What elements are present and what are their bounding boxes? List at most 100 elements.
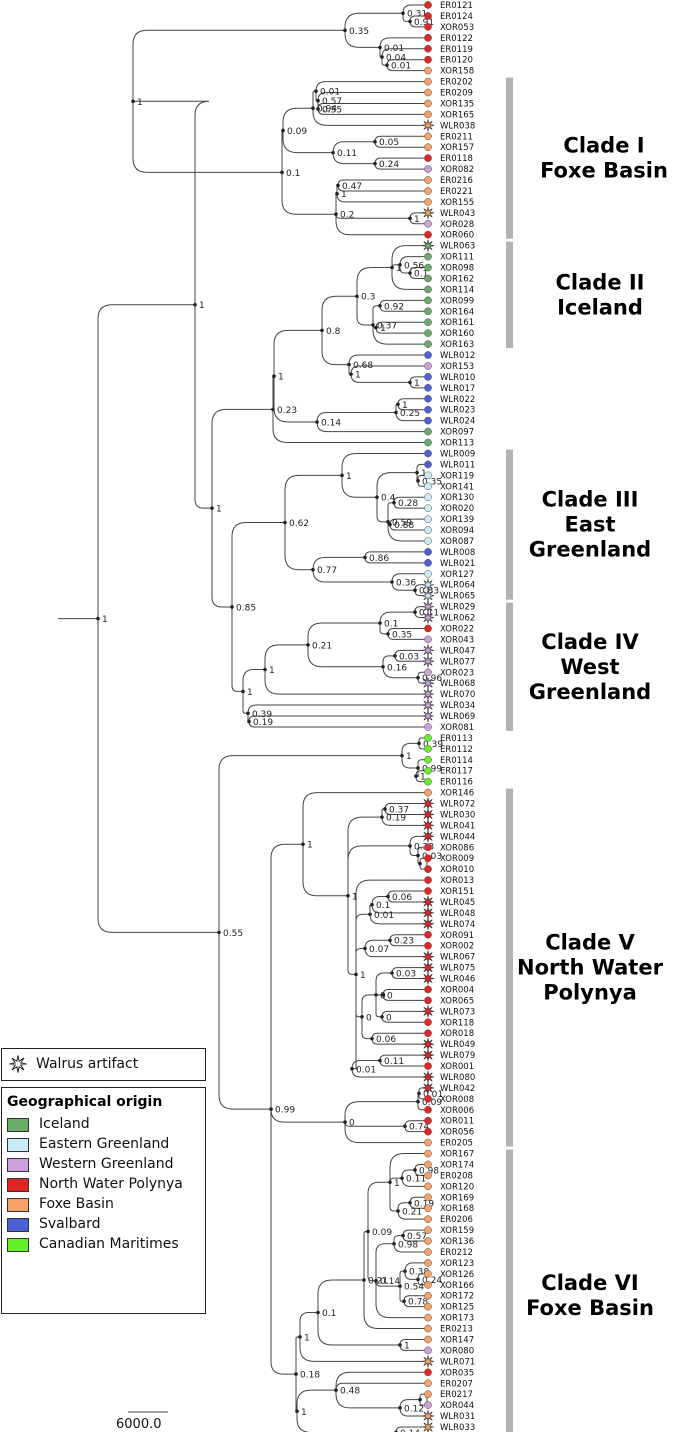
legend-item-label: Svalbard — [39, 1216, 101, 1232]
leaf-label: XOR114 — [440, 285, 474, 295]
leaf-label: ER0207 — [440, 1379, 473, 1389]
node-dot — [373, 139, 377, 144]
origin-marker — [424, 876, 432, 884]
leaf: ER0114 — [424, 756, 473, 766]
tree-branch — [281, 172, 336, 215]
support-value: 0.05 — [379, 138, 399, 148]
node-dot — [390, 580, 394, 584]
origin-marker — [424, 1237, 432, 1245]
tree-branch — [299, 1336, 425, 1362]
leaf-label: XOR080 — [440, 1346, 474, 1356]
clade-label: Foxe Basin — [540, 159, 668, 183]
walrus-artifact-star-icon — [421, 206, 435, 219]
leaf: XOR164 — [424, 307, 474, 317]
leaf-label: XOR001 — [440, 1062, 474, 1072]
origin-marker — [424, 515, 432, 523]
leaf-label: WLR063 — [440, 242, 475, 252]
support-value: 0.94 — [317, 105, 337, 115]
leaf-label: ER0211 — [440, 132, 473, 142]
tree-branches — [58, 4, 425, 1432]
node-dot — [378, 45, 382, 50]
node-dot — [375, 495, 379, 500]
node-dot — [370, 1036, 374, 1041]
tree-branch — [272, 409, 425, 444]
leaf: ER0124 — [424, 12, 473, 22]
tree-branch — [341, 475, 377, 498]
support-value: 0.99 — [422, 764, 442, 774]
support-value: 0.99 — [275, 1106, 295, 1116]
support-value: 0.19 — [253, 718, 273, 728]
leaf: XOR082 — [424, 165, 474, 175]
leaf-label: WLR069 — [440, 712, 475, 722]
leaf: XOR002 — [424, 942, 474, 952]
leaf: WLR017 — [424, 384, 475, 394]
tree-branch — [273, 329, 322, 377]
legend-item-canadian-maritimes: Canadian Maritimes — [7, 1236, 205, 1252]
origin-marker — [424, 438, 432, 447]
node-dot — [416, 766, 420, 770]
leaf-label: ER0112 — [440, 745, 473, 755]
node-dot — [354, 972, 358, 977]
support-value: 0.19 — [414, 1199, 434, 1209]
origin-marker — [424, 1379, 432, 1388]
leaf-label: ER0208 — [440, 1171, 473, 1181]
origin-marker — [424, 88, 432, 97]
origin-marker — [424, 165, 432, 173]
support-value: 1 — [216, 505, 222, 515]
leaf-label: XOR123 — [440, 1259, 474, 1269]
support-value: 0.8 — [326, 327, 341, 337]
node-dot — [334, 212, 338, 216]
support-value: 1 — [414, 379, 420, 389]
leaf-label: WLR041 — [440, 821, 475, 831]
leaf-label: XOR060 — [440, 231, 474, 241]
tree-branch — [393, 1235, 403, 1244]
leaf: ER0121 — [424, 1, 473, 11]
leaf: XOR161 — [424, 318, 474, 328]
leaf-label: WLR045 — [440, 898, 475, 908]
tree-branch — [321, 295, 357, 331]
support-value: 0.11 — [384, 1057, 404, 1067]
leaf-label: XOR136 — [440, 1237, 474, 1247]
origin-marker — [424, 373, 432, 381]
artifact-legend: Walrus artifact — [1, 1048, 206, 1081]
node-dot — [408, 271, 412, 275]
node-dot — [294, 1372, 298, 1376]
legend-item-north-water-polynya: North Water Polynya — [7, 1176, 205, 1192]
origin-marker — [424, 176, 432, 184]
tree-branch — [307, 644, 383, 668]
clade-label: Polynya — [543, 981, 637, 1005]
leaf: ER0112 — [424, 745, 473, 755]
leaf-label: XOR008 — [440, 1095, 474, 1105]
leaf: ER0221 — [424, 187, 473, 197]
leaf-label: XOR141 — [440, 482, 474, 492]
leaf-label: XOR153 — [440, 362, 474, 372]
leaf: WLR024 — [424, 417, 475, 427]
node-dot — [230, 605, 234, 609]
support-value: 0.14 — [400, 1429, 420, 1432]
tree-branch — [417, 480, 425, 487]
leaf-label: XOR022 — [440, 624, 474, 634]
node-dot — [378, 304, 382, 308]
leaf-label: XOR081 — [440, 723, 474, 733]
leaf-label: XOR086 — [440, 843, 474, 853]
leaf: ER0122 — [424, 34, 473, 44]
origin-marker — [424, 854, 432, 863]
leaf-label: WLR062 — [440, 614, 475, 624]
leaf: WLR021 — [424, 559, 475, 569]
tree-branch — [335, 214, 425, 236]
clade-label: Clade IV — [541, 630, 639, 654]
leaf-label: XOR013 — [440, 876, 474, 886]
support-values: 1110.350.310.910.010.040.010.10.090.940.… — [102, 10, 443, 1432]
leaf: WLR011 — [424, 460, 475, 470]
legend-item-iceland: Iceland — [7, 1116, 205, 1132]
clade-label: Clade I — [563, 134, 644, 158]
tree-branch — [409, 835, 425, 846]
leaf: WLR047 — [421, 644, 475, 657]
node-dot — [280, 170, 284, 175]
origin-marker — [424, 1116, 432, 1125]
leaf: XOR060 — [424, 231, 474, 241]
leaf-label: XOR161 — [440, 318, 474, 328]
node-dot — [378, 621, 382, 625]
leaf: XOR087 — [424, 537, 474, 547]
